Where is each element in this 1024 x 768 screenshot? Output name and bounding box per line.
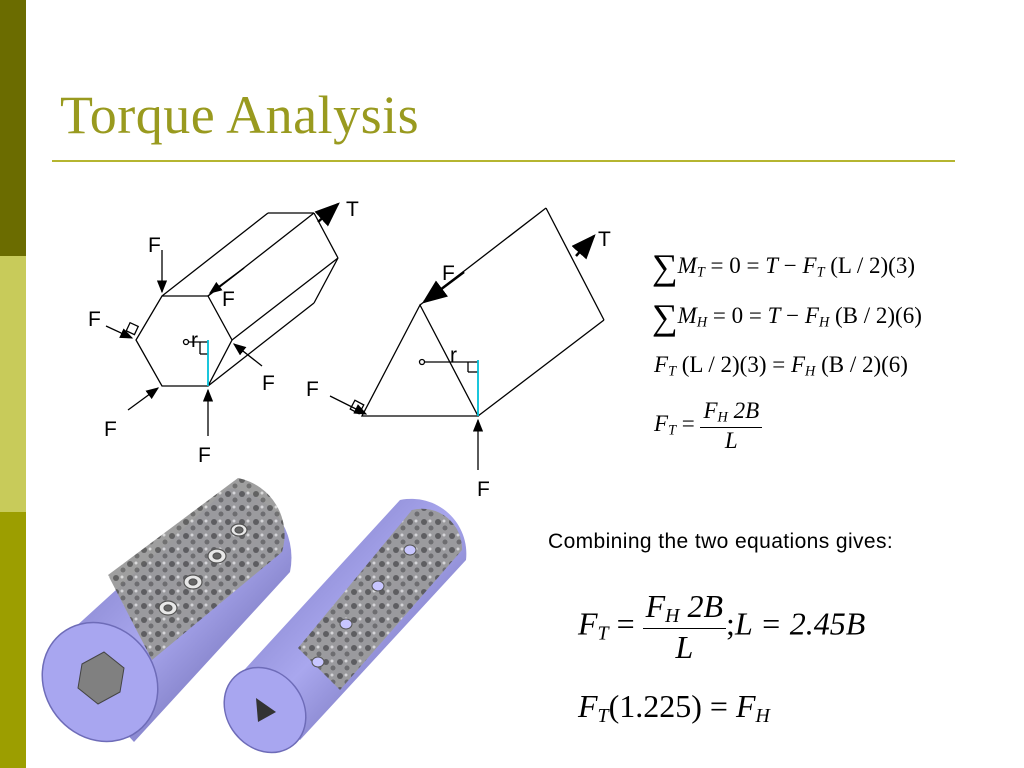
sidebar-stripe	[0, 0, 26, 768]
torque-arrow	[571, 234, 596, 260]
label-T: T	[346, 198, 359, 221]
label-F: F	[222, 288, 235, 311]
hex-socket	[77, 651, 125, 705]
label-F: F	[198, 444, 211, 467]
equation-final: FT(1.225) = FH	[578, 688, 770, 727]
page-title: Torque Analysis	[60, 85, 420, 145]
label-T: T	[598, 228, 611, 251]
sidebar-block-top	[0, 0, 26, 256]
label-F: F	[477, 478, 490, 501]
equation-moment-H: ∑MH = 0 = T − FH (B / 2)(6)	[652, 297, 922, 337]
caption-text: Combining the two equations gives:	[548, 530, 894, 553]
equation-equate: FT (L / 2)(3) = FH (B / 2)(6)	[654, 352, 908, 380]
center-point	[182, 338, 190, 346]
sidebar-block-bottom	[0, 512, 26, 768]
force-arrow	[422, 271, 465, 304]
center-point	[418, 358, 426, 366]
hex-cylinder-render	[41, 478, 292, 743]
label-r: r	[450, 344, 457, 367]
force-arrow	[208, 267, 245, 294]
force-arrow	[127, 387, 160, 411]
triangle-socket	[256, 698, 276, 722]
label-F: F	[148, 234, 161, 257]
hex-prism-diagram	[105, 202, 340, 436]
sidebar-block-middle	[0, 256, 26, 512]
label-F: F	[104, 418, 117, 441]
label-F: F	[442, 262, 455, 285]
force-arrow	[232, 343, 263, 367]
title-underline	[52, 160, 955, 162]
label-r: r	[191, 329, 198, 352]
equation-moment-T: ∑MT = 0 = T − FT (L / 2)(3)	[652, 247, 915, 287]
label-F: F	[306, 378, 319, 401]
tri-cylinder-render	[223, 498, 467, 754]
triangle-face	[360, 303, 480, 417]
torque-arrow	[314, 202, 340, 227]
label-F: F	[88, 308, 101, 331]
label-F: F	[262, 372, 275, 395]
triangle-prism-diagram	[329, 207, 605, 470]
force-arrow	[105, 325, 134, 339]
